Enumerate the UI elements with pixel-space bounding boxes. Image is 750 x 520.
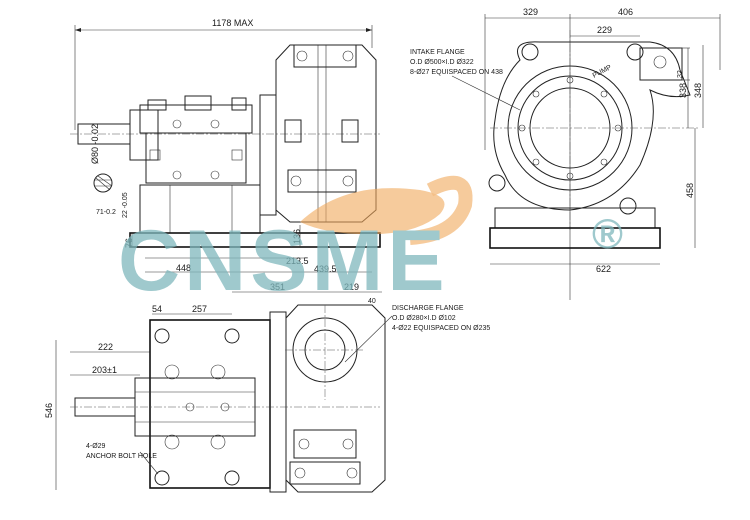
dim-348-label: 348 [693, 83, 703, 98]
discharge-flange-dimensions: O.D Ø280×I.D Ø102 [392, 315, 456, 322]
shaft-diameter-label: Ø80 -0.02 [90, 124, 100, 164]
dim-338-label: 338 [678, 83, 688, 98]
key-width-label: 22 -0.05 [122, 192, 129, 218]
dim-222-label: 222 [98, 342, 113, 352]
pump-label: PUMP [592, 64, 613, 80]
dim-203-label: 203±1 [92, 365, 117, 375]
side-elevation-view: 329 406 229 PUMP INTAKE FLANGE O.D Ø500×… [410, 7, 721, 300]
dim-546-label: 546 [44, 403, 54, 418]
discharge-flange-title: DISCHARGE FLANGE [392, 305, 464, 312]
casing-half-label: 229 [597, 25, 612, 35]
dim-54-label: 54 [152, 304, 162, 314]
dim-406-label: 406 [618, 7, 633, 17]
intake-flange-dimensions: O.D Ø500×I.D Ø322 [410, 59, 474, 66]
intake-flange-title: INTAKE FLANGE [410, 49, 465, 56]
dim-32-label: 32 [677, 70, 684, 78]
anchor-bolt-count: 4-Ø29 [86, 443, 106, 450]
anchor-bolt-label: ANCHOR BOLT HOLE [86, 453, 157, 460]
discharge-flange-bolts: 4-Ø22 EQUISPACED ON Ø235 [392, 325, 490, 332]
watermark-registered: ® [592, 210, 623, 257]
watermark-brand: CNSME [118, 213, 449, 309]
casing-offset-label: 439.5 [314, 264, 337, 274]
dim-329-label: 329 [523, 7, 538, 17]
watermark-swoosh-tail [409, 175, 473, 245]
front-elevation-view: 1178 MAX Ø80 -0.02 71-0.2 22 -0.05 [70, 18, 381, 274]
dim-351-label: 351 [270, 282, 285, 292]
dim-40-label: 40 [368, 298, 376, 305]
base-extension-label: 213.5 [286, 256, 309, 266]
center-height-label: 136 [292, 229, 302, 244]
overall-length-label: 1178 MAX [212, 18, 253, 28]
dim-219-label: 219 [344, 282, 359, 292]
watermark-swoosh [300, 188, 445, 235]
keyway-depth-label: 71-0.2 [96, 209, 116, 216]
base-height-label: 76 [124, 238, 134, 248]
plan-view: 351 219 40 54 257 222 203±1 546 [44, 282, 490, 493]
bracket-length-label: 448 [176, 263, 191, 273]
base-width-label: 622 [596, 264, 611, 274]
dim-257-label: 257 [192, 304, 207, 314]
cnsme-watermark: CNSME ® [118, 175, 623, 309]
dim-458-label: 458 [685, 183, 695, 198]
intake-flange-bolts: 8-Ø27 EQUISPACED ON 438 [410, 69, 503, 76]
